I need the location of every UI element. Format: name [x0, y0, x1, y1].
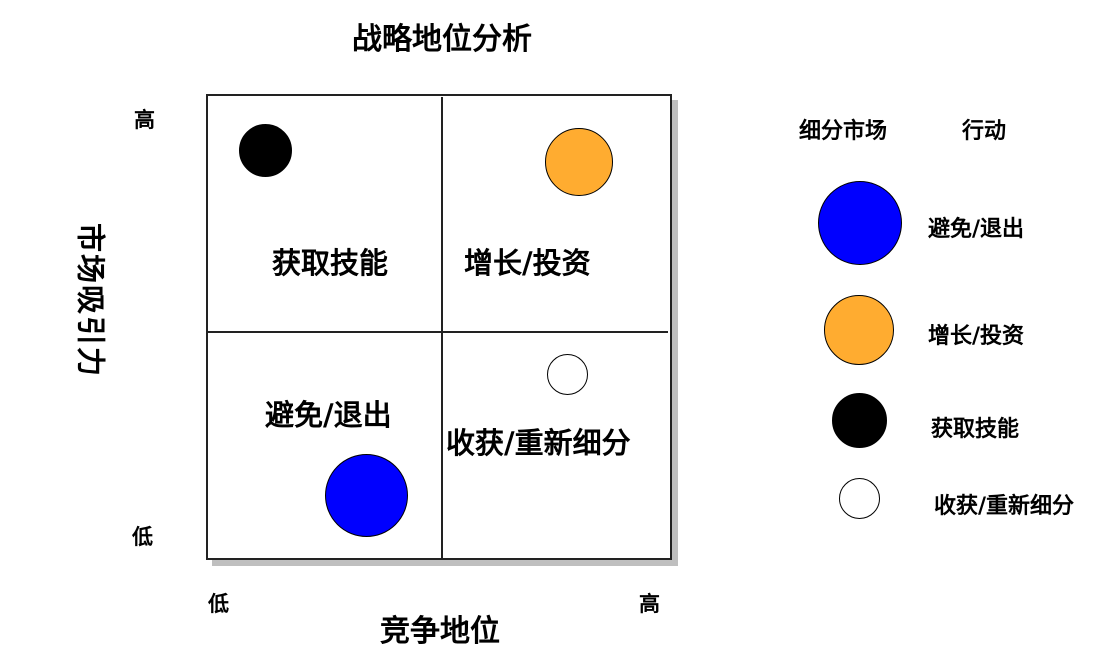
white-circle-icon: [547, 354, 588, 395]
legend-white-circle-icon: [839, 478, 880, 519]
legend-item-label: 收获/重新细分: [934, 494, 1075, 519]
x-axis-label: 竞争地位: [380, 614, 500, 649]
legend-black-circle-icon: [832, 393, 887, 448]
x-tick-high: 高: [639, 592, 660, 616]
legend-item-label: 获取技能: [931, 417, 1020, 442]
chart-title: 战略地位分析: [352, 22, 532, 57]
blue-circle-icon: [325, 454, 408, 537]
black-circle-icon: [239, 124, 292, 177]
quadrant-label-bottom-right: 收获/重新细分: [446, 426, 631, 460]
y-tick-high: 高: [134, 108, 155, 132]
matrix-vertical-divider: [441, 97, 443, 559]
y-axis-label: 市 场 吸 引 力: [70, 222, 110, 377]
orange-circle-icon: [545, 128, 613, 196]
legend-item-label: 增长/投资: [928, 324, 1025, 349]
quadrant-label-bottom-left: 避免/退出: [265, 398, 392, 432]
legend-orange-circle-icon: [824, 295, 894, 365]
matrix-horizontal-divider: [206, 331, 668, 333]
quadrant-label-top-left: 获取技能: [272, 246, 389, 280]
quadrant-label-top-right: 增长/投资: [464, 246, 591, 280]
legend-header-segment: 细分市场: [799, 119, 888, 144]
y-tick-low: 低: [132, 525, 153, 549]
legend-blue-circle-icon: [818, 181, 902, 265]
legend-item-label: 避免/退出: [928, 217, 1025, 242]
x-tick-low: 低: [208, 592, 229, 616]
y-axis-char: 力: [73, 346, 108, 376]
legend-header-action: 行动: [962, 119, 1007, 144]
